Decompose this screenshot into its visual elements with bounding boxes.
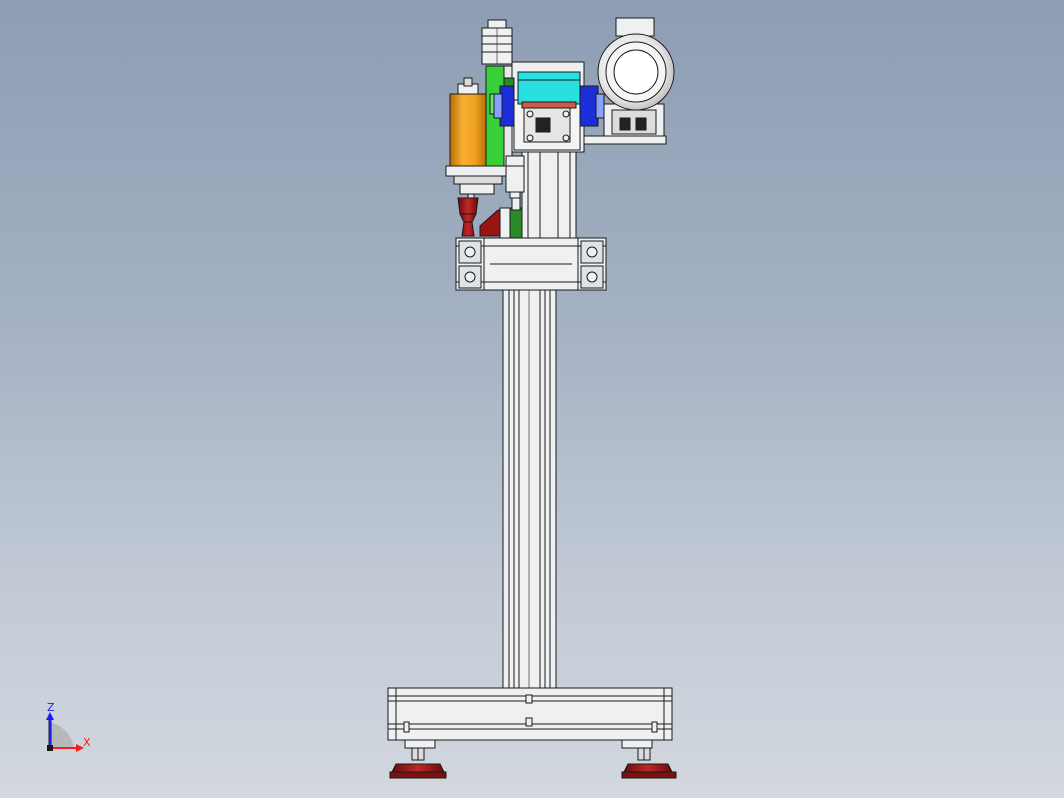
leveling-foot-right [621, 739, 677, 779]
cross-frame [455, 237, 607, 291]
servo-motor [481, 19, 513, 65]
red-tool [457, 197, 479, 237]
base-frame [387, 687, 673, 741]
small-cylinder [505, 155, 525, 199]
upper-column [521, 149, 577, 239]
coordinate-triad: Z X [46, 701, 91, 752]
orange-spindle [445, 77, 509, 199]
leveling-foot-left [389, 739, 447, 779]
vertical-column [502, 289, 557, 689]
large-motor [597, 17, 675, 111]
motor-bracket [583, 103, 667, 145]
z-axis-label: Z [47, 701, 55, 714]
x-axis-label: X [83, 736, 91, 749]
cyan-block [517, 71, 581, 109]
red-bracket [479, 195, 523, 239]
